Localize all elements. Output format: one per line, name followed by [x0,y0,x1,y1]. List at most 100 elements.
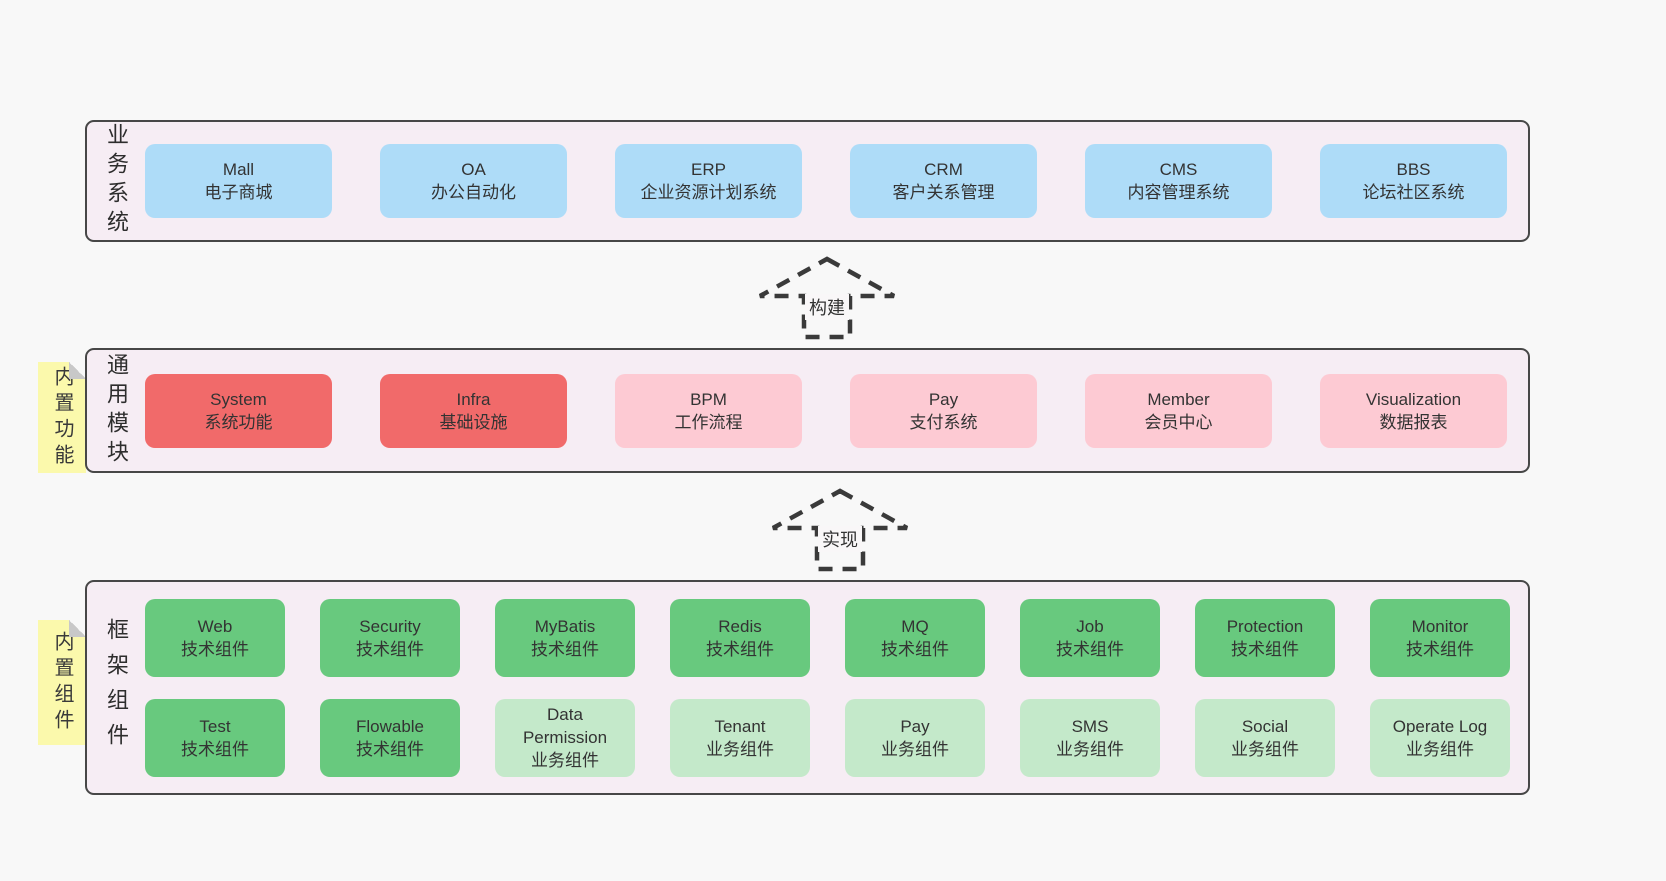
box-test: Test 技术组件 [145,698,285,777]
box-title: Member [1147,389,1210,409]
box-subtitle: 技术组件 [181,739,249,759]
arrow-implement-label: 实现 [818,526,862,552]
box-subtitle: 企业资源计划系统 [640,183,777,202]
box-subtitle: 会员中心 [1144,412,1213,432]
box-title: BPM [690,389,727,409]
section-common-modules: 通用模块 System 系统功能 Infra 基础设施 BPM 工作流程 Pay… [85,348,1530,473]
box-title: Data Permission [522,705,608,747]
box-bpm: BPM 工作流程 [615,373,802,448]
framework-row-2: Test 技术组件 Flowable 技术组件 Data Permission … [145,698,1510,777]
box-subtitle: 电子商城 [204,183,273,202]
box-title: Mall [222,160,255,179]
box-subtitle: 技术组件 [706,639,774,659]
up-arrow-icon [758,256,896,340]
section-label-column: 业务系统 [87,122,145,240]
box-social: Social 业务组件 [1195,698,1335,777]
box-subtitle: 技术组件 [1231,639,1299,659]
box-title: CMS [1159,160,1198,179]
box-subtitle: 内容管理系统 [1127,183,1230,202]
box-subtitle: 系统功能 [204,412,273,432]
box-title: MQ [901,616,929,636]
box-data-permission: Data Permission 业务组件 [495,698,635,777]
box-member: Member 会员中心 [1085,373,1272,448]
box-title: Job [1076,616,1104,636]
box-monitor: Monitor 技术组件 [1370,598,1510,677]
box-security: Security 技术组件 [320,598,460,677]
box-title: Social [1241,716,1289,736]
box-bbs: BBS 论坛社区系统 [1320,144,1507,218]
box-erp: ERP 企业资源计划系统 [615,144,802,218]
box-title: System [210,389,267,409]
framework-row-1: Web 技术组件 Security 技术组件 MyBatis 技术组件 Redi… [145,598,1510,677]
box-title: Tenant [714,716,766,736]
box-pay-module: Pay 支付系统 [850,373,1037,448]
box-subtitle: 业务组件 [1406,739,1474,759]
box-title: Web [197,616,233,636]
box-title: Operate Log [1392,716,1488,736]
box-title: CRM [924,160,963,179]
box-subtitle: 工作流程 [674,412,743,432]
arrow-build-label: 构建 [805,294,849,320]
box-pay-component: Pay 业务组件 [845,698,985,777]
section-business-systems: 业务系统 Mall 电子商城 OA 办公自动化 ERP 企业资源计划系统 CRM… [85,120,1530,242]
section-label-column: 框架组件 [87,582,145,793]
box-subtitle: 数据报表 [1379,412,1448,432]
box-subtitle: 技术组件 [881,639,949,659]
section-label-column: 通用模块 [87,350,145,471]
box-crm: CRM 客户关系管理 [850,144,1037,218]
box-sms: SMS 业务组件 [1020,698,1160,777]
box-subtitle: 技术组件 [1406,639,1474,659]
box-subtitle: 技术组件 [356,739,424,759]
box-title: Security [359,616,421,636]
box-title: Visualization [1365,389,1462,409]
box-subtitle: 办公自动化 [431,183,516,202]
box-title: ERP [691,160,726,179]
box-title: Flowable [355,716,425,736]
box-subtitle: 技术组件 [1056,639,1124,659]
box-flowable: Flowable 技术组件 [320,698,460,777]
section-business-label: 业务系统 [104,123,129,239]
arrow-implement: 实现 [770,488,910,572]
section-modules-label: 通用模块 [104,352,129,469]
box-job: Job 技术组件 [1020,598,1160,677]
box-subtitle: 业务组件 [706,739,774,759]
box-tenant: Tenant 业务组件 [670,698,810,777]
box-subtitle: 论坛社区系统 [1362,183,1465,202]
box-subtitle: 业务组件 [1231,739,1299,759]
box-subtitle: 业务组件 [531,751,599,770]
box-mq: MQ 技术组件 [845,598,985,677]
box-title: Protection [1226,616,1304,636]
sticky-note-builtin-features: 内置功能 [38,362,86,473]
box-title: Pay [928,389,959,409]
box-subtitle: 业务组件 [881,739,949,759]
section-framework-label: 框架组件 [104,617,129,758]
box-mall: Mall 电子商城 [145,144,332,218]
box-subtitle: 客户关系管理 [892,183,995,202]
box-subtitle: 技术组件 [356,639,424,659]
business-boxes-row: Mall 电子商城 OA 办公自动化 ERP 企业资源计划系统 CRM 客户关系… [145,122,1507,240]
module-boxes-row: System 系统功能 Infra 基础设施 BPM 工作流程 Pay 支付系统… [145,350,1507,471]
sticky-label: 内置组件 [51,630,73,735]
sticky-label: 内置功能 [51,365,73,470]
box-operate-log: Operate Log 业务组件 [1370,698,1510,777]
box-title: Monitor [1411,616,1469,636]
folded-corner-icon [69,620,86,637]
box-system: System 系统功能 [145,373,332,448]
box-title: BBS [1396,160,1431,179]
arrow-build: 构建 [757,256,897,340]
sticky-note-builtin-components: 内置组件 [38,620,86,745]
box-redis: Redis 技术组件 [670,598,810,677]
section-framework-components: 框架组件 Web 技术组件 Security 技术组件 MyBatis 技术组件… [85,580,1530,795]
box-subtitle: 技术组件 [181,639,249,659]
box-subtitle: 技术组件 [531,639,599,659]
box-visualization: Visualization 数据报表 [1320,373,1507,448]
box-title: MyBatis [534,616,596,636]
box-title: Infra [456,389,491,409]
box-title: Redis [718,616,762,636]
box-cms: CMS 内容管理系统 [1085,144,1272,218]
box-infra: Infra 基础设施 [380,373,567,448]
box-title: SMS [1071,716,1109,736]
box-title: Test [199,716,231,736]
box-title: OA [461,160,486,179]
